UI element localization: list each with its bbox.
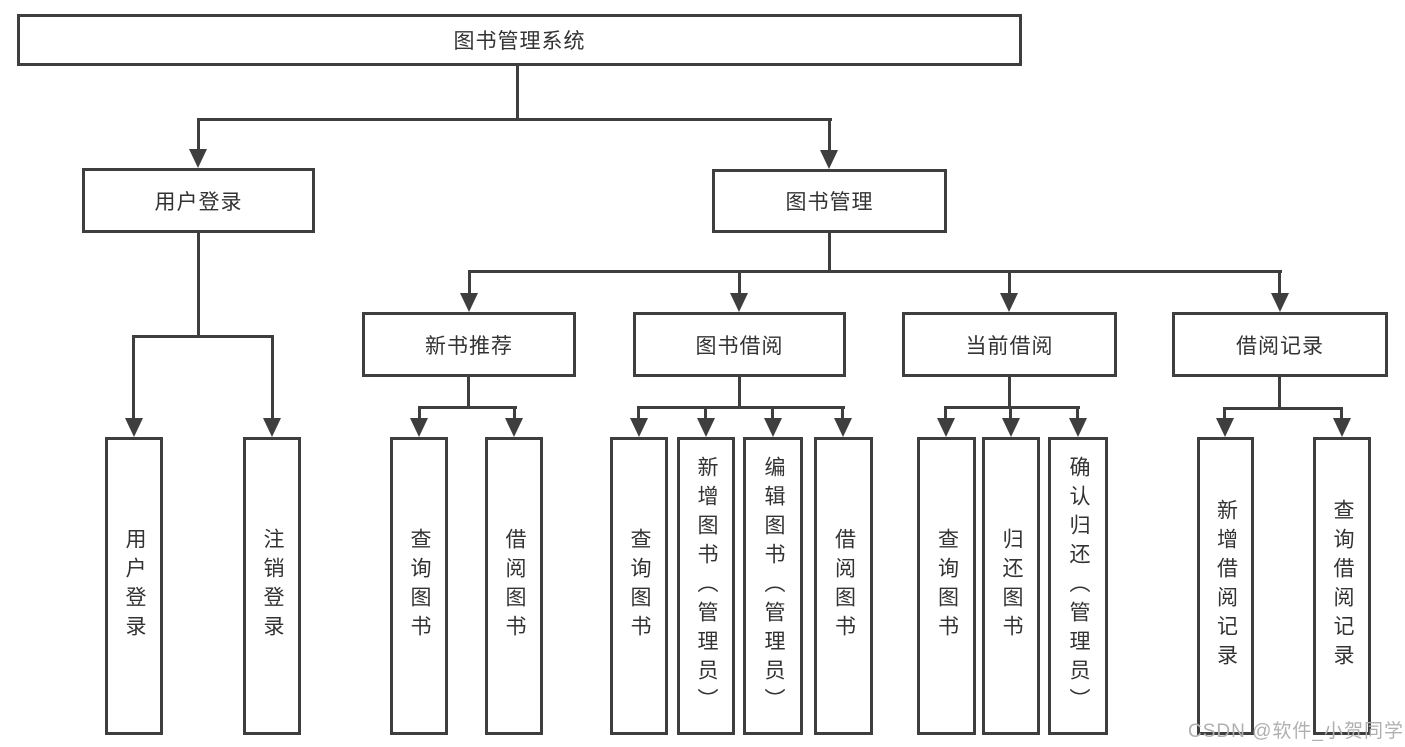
connector-shaft-query-books-recommend (418, 406, 421, 420)
arrow-into-query-borrow-record (1333, 418, 1351, 437)
node-add-books-admin: 新增图书（管理员） (677, 437, 735, 735)
watermark: CSDN @软件_小贺同学 (1188, 721, 1404, 742)
arrow-into-book-borrow (730, 293, 748, 312)
arrow-into-user-login-leaf (125, 418, 143, 437)
connector-shaft-user-login-leaf (132, 335, 135, 420)
arrow-into-current-borrow (1000, 293, 1018, 312)
connector-shaft-query-borrow-record (1340, 407, 1343, 420)
arrow-into-confirm-return (1069, 418, 1087, 437)
arrow-into-add-books (697, 418, 715, 437)
connector-shaft-current-borrow (1008, 270, 1011, 295)
connector-root-hline (197, 118, 832, 121)
node-edit-books-admin: 编辑图书（管理员） (743, 437, 803, 735)
connector-shaft-book-management (828, 118, 831, 151)
connector-shaft-logout (271, 335, 274, 420)
node-query-borrow-record: 查询借阅记录 (1313, 437, 1371, 735)
connector-current-hline (945, 406, 1080, 409)
connector-borrow-stem (738, 374, 741, 408)
arrow-into-query-books-current (937, 418, 955, 437)
node-add-borrow-record: 新增借阅记录 (1197, 437, 1254, 735)
connector-recommend-stem (467, 375, 470, 408)
node-user-login-leaf: 用户登录 (105, 437, 163, 735)
connector-user-login-stem (197, 231, 200, 338)
node-book-borrow: 图书借阅 (633, 312, 846, 377)
node-logout: 注销登录 (243, 437, 301, 735)
connector-shaft-book-borrow (738, 270, 741, 295)
connector-records-hline (1224, 407, 1343, 410)
connector-records-stem (1278, 374, 1281, 409)
connector-recommend-hline (418, 406, 517, 409)
connector-shaft-edit-books (771, 406, 774, 420)
arrow-into-user-login-group (189, 149, 207, 168)
node-borrow-records: 借阅记录 (1172, 312, 1388, 377)
node-borrow-books-recommend: 借阅图书 (485, 437, 543, 735)
node-current-borrow: 当前借阅 (902, 312, 1117, 377)
connector-shaft-user-login-group (197, 118, 200, 151)
connector-user-login-hline (132, 335, 274, 338)
node-borrow-books-borrow: 借阅图书 (814, 437, 873, 735)
connector-shaft-borrow-books-recommend (513, 406, 516, 420)
connector-shaft-return-books (1009, 406, 1012, 420)
connector-shaft-new-book-recommend (468, 270, 471, 295)
connector-book-mgmt-hline (468, 270, 1282, 273)
node-query-books-recommend: 查询图书 (390, 437, 448, 735)
arrow-into-return-books (1002, 418, 1020, 437)
connector-borrow-hline (637, 406, 845, 409)
connector-current-stem (1008, 374, 1011, 408)
node-library-system: 图书管理系统 (17, 14, 1022, 66)
connector-shaft-query-books-borrow (637, 406, 640, 420)
node-confirm-return-admin: 确认归还（管理员） (1048, 437, 1108, 735)
connector-shaft-add-borrow-record (1223, 407, 1226, 420)
node-return-books: 归还图书 (982, 437, 1040, 735)
node-user-login-group: 用户登录 (82, 168, 315, 233)
arrow-into-add-borrow-record (1216, 418, 1234, 437)
arrow-into-book-management (820, 150, 838, 169)
arrow-into-logout (263, 418, 281, 437)
arrow-into-query-books-recommend (410, 418, 428, 437)
node-book-management: 图书管理 (712, 169, 947, 233)
node-query-books-borrow: 查询图书 (610, 437, 668, 735)
connector-root-stem (516, 66, 519, 118)
connector-shaft-confirm-return (1076, 406, 1079, 420)
arrow-into-borrow-books-borrow (834, 418, 852, 437)
connector-shaft-query-books-current (944, 406, 947, 420)
arrow-into-borrow-books-recommend (505, 418, 523, 437)
arrow-into-new-book-recommend (460, 293, 478, 312)
node-new-book-recommend: 新书推荐 (362, 312, 576, 377)
arrow-into-query-books-borrow (630, 418, 648, 437)
connector-shaft-borrow-records (1278, 270, 1281, 295)
arrow-into-edit-books (764, 418, 782, 437)
connector-shaft-add-books (704, 406, 707, 420)
connector-shaft-borrow-books-borrow (841, 406, 844, 420)
connector-book-mgmt-stem (828, 233, 831, 273)
arrow-into-borrow-records (1271, 293, 1289, 312)
node-query-books-current: 查询图书 (917, 437, 976, 735)
